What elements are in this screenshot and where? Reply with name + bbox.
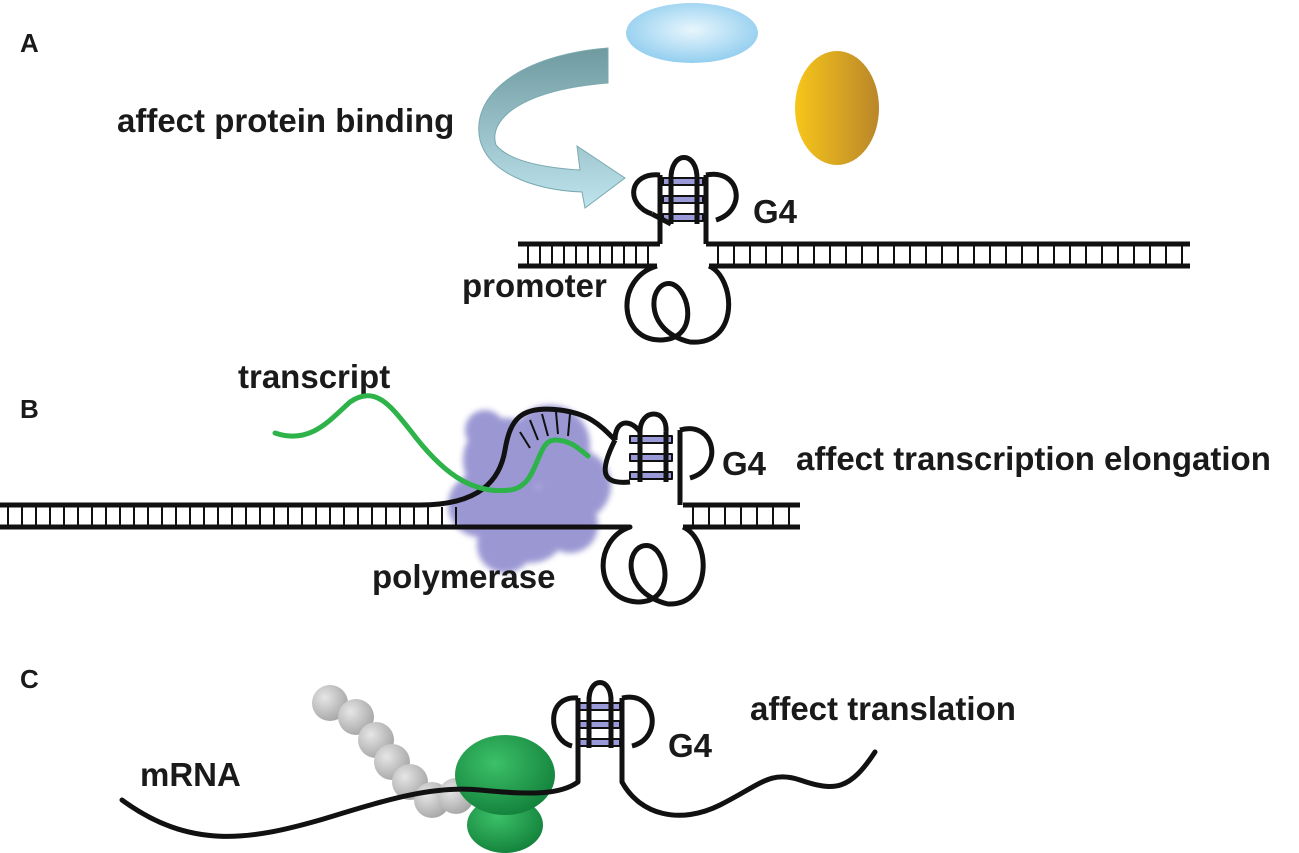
g4-quadruplex-b bbox=[602, 411, 715, 505]
g4-label-b: G4 bbox=[722, 445, 767, 482]
transcript-label: transcript bbox=[238, 358, 390, 395]
affect-transcription-elongation-label: affect transcription elongation bbox=[796, 440, 1271, 477]
mrna-strand bbox=[119, 779, 581, 839]
template-strand-bubble bbox=[150, 406, 617, 508]
g4-quadruplex bbox=[631, 155, 739, 244]
panel-b: B transcript bbox=[0, 358, 1271, 607]
gold-protein bbox=[795, 51, 879, 165]
bubble-rungs bbox=[519, 411, 571, 449]
panel-b-letter: B bbox=[20, 394, 39, 424]
loop-b bbox=[600, 524, 706, 607]
mrna-downstream bbox=[619, 749, 878, 818]
g4-quadruplex-c bbox=[551, 680, 655, 782]
transcript-rna bbox=[272, 393, 591, 494]
dna-duplex-b bbox=[0, 502, 800, 530]
promoter-duplex bbox=[518, 241, 1190, 269]
affect-translation-label: affect translation bbox=[750, 690, 1016, 727]
curved-arrow-icon bbox=[478, 47, 626, 209]
affect-protein-binding-label: affect protein binding bbox=[117, 102, 454, 139]
nascent-peptide bbox=[312, 685, 474, 818]
g4-label-c: G4 bbox=[668, 727, 713, 764]
panel-c: C G4 bbox=[20, 664, 1016, 853]
promoter-loop bbox=[624, 263, 732, 345]
g4-label-a: G4 bbox=[753, 193, 798, 230]
panel-a: A affect protein binding bbox=[20, 3, 1190, 345]
panel-c-letter: C bbox=[20, 664, 39, 694]
panel-a-letter: A bbox=[20, 28, 39, 58]
blue-protein bbox=[626, 3, 758, 63]
polymerase-label: polymerase bbox=[372, 558, 555, 595]
polymerase bbox=[448, 405, 611, 573]
mrna-label: mRNA bbox=[140, 756, 241, 793]
promoter-label: promoter bbox=[462, 267, 607, 304]
